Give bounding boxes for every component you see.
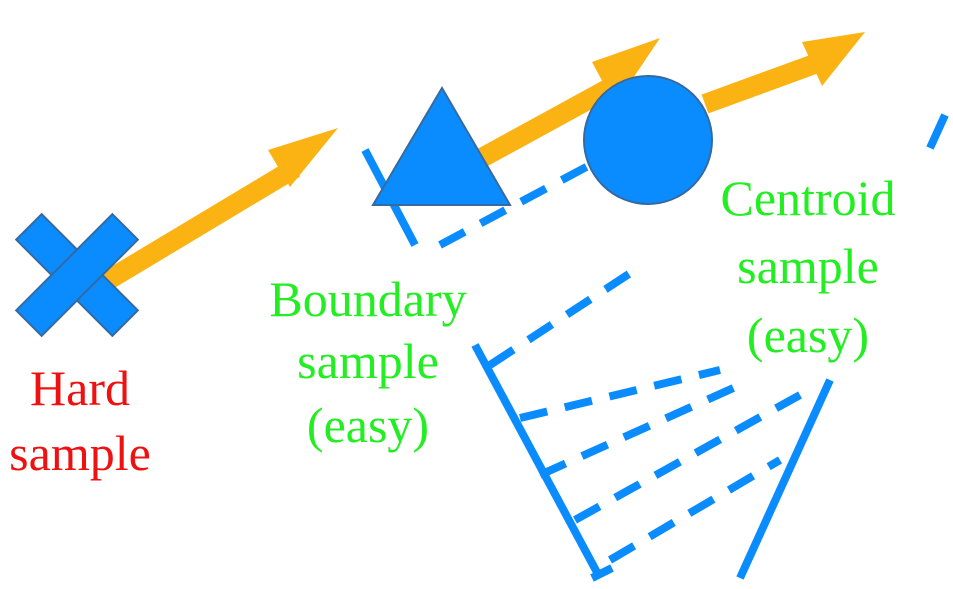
- arrow-centroid: [701, 32, 865, 114]
- dashed-rung-1: [438, 161, 592, 249]
- hard-sample-label: Hard sample: [9, 360, 151, 481]
- hard-label-line1: Hard: [30, 360, 130, 416]
- hard-label-line2: sample: [9, 425, 151, 481]
- boundary-label-line1: Boundary: [269, 271, 466, 327]
- boundary-label-line2: sample: [297, 333, 439, 389]
- basket-dashed-lines: [438, 161, 802, 564]
- centroid-label-line1: Centroid: [721, 170, 896, 226]
- basket-bottom: [590, 564, 614, 582]
- arrow-centroid-head: [802, 32, 865, 86]
- centroid-label-line3: (easy): [747, 307, 869, 363]
- dashed-rung-2: [487, 266, 638, 369]
- centroid-label-line2: sample: [737, 238, 879, 294]
- boundary-sample-label: Boundary sample (easy): [269, 271, 466, 453]
- centroid-sample-circle-icon: [583, 75, 713, 205]
- dashed-rung-5: [573, 391, 802, 524]
- boundary-sample-triangle-icon: [371, 86, 512, 206]
- dashed-rung-3: [519, 366, 721, 422]
- arrow-hard-shaft: [94, 159, 301, 294]
- dashed-rung-6: [607, 456, 783, 564]
- arrow-hard-head: [268, 128, 338, 187]
- arrow-hard: [94, 128, 338, 294]
- basket-right-wall-lower: [736, 378, 834, 580]
- boundary-label-line3: (easy): [307, 397, 429, 453]
- centroid-sample-label: Centroid sample (easy): [721, 170, 896, 363]
- basket-right-wall-upper: [926, 113, 949, 150]
- basket-left-wall-lower: [471, 343, 604, 580]
- arrow-boundary-shaft: [473, 76, 620, 169]
- dashed-rung-4: [538, 381, 742, 479]
- hard-sample-cross-icon: [14, 212, 140, 338]
- arrow-centroid-shaft: [701, 52, 824, 114]
